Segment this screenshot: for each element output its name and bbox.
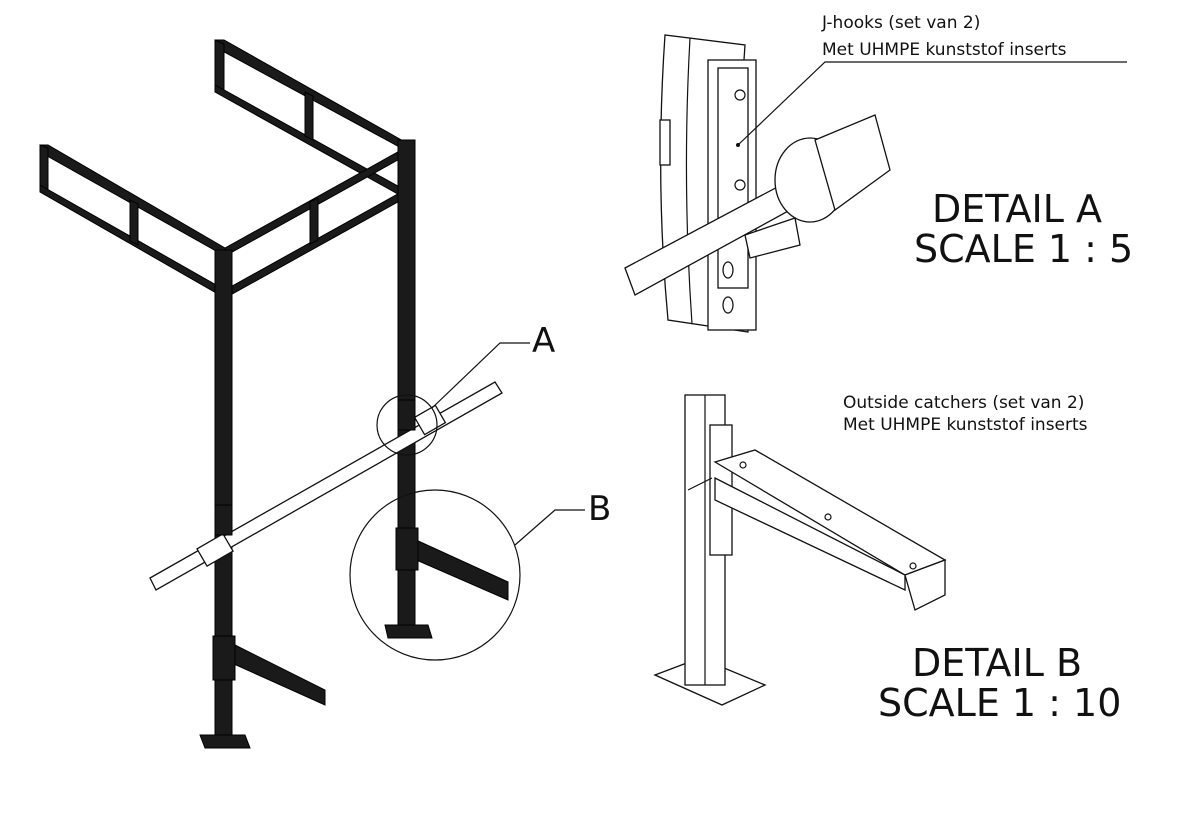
left-base-plate	[199, 734, 251, 749]
detail-a-circle	[376, 394, 438, 456]
rig-main-view: A B	[39, 39, 611, 749]
right-catcher	[404, 534, 509, 601]
left-catcher	[224, 639, 326, 706]
callout-a-label: A	[532, 321, 555, 361]
detail-b-note-line2: Met UHMPE kunststof inserts	[843, 415, 1088, 435]
detail-b-scale: SCALE 1 : 10	[878, 681, 1121, 725]
detail-a-title: DETAIL A	[932, 187, 1102, 231]
detail-b-circle	[349, 489, 521, 661]
detail-a-scale: SCALE 1 : 5	[914, 227, 1133, 271]
detail-b-note-line1: Outside catchers (set van 2)	[843, 393, 1084, 413]
detail-b-view: Outside catchers (set van 2) Met UHMPE k…	[653, 393, 1121, 725]
callout-b-label: B	[588, 489, 611, 529]
detail-a-view: J-hooks (set van 2) Met UHMPE kunststof …	[624, 13, 1133, 333]
detail-b-title: DETAIL B	[912, 641, 1082, 685]
detail-a-note-line1: J-hooks (set van 2)	[821, 13, 980, 33]
barbell	[149, 381, 503, 591]
right-base-plate	[384, 624, 433, 639]
pullup-frame	[39, 39, 406, 299]
detail-a-note-line2: Met UHMPE kunststof inserts	[822, 40, 1067, 60]
